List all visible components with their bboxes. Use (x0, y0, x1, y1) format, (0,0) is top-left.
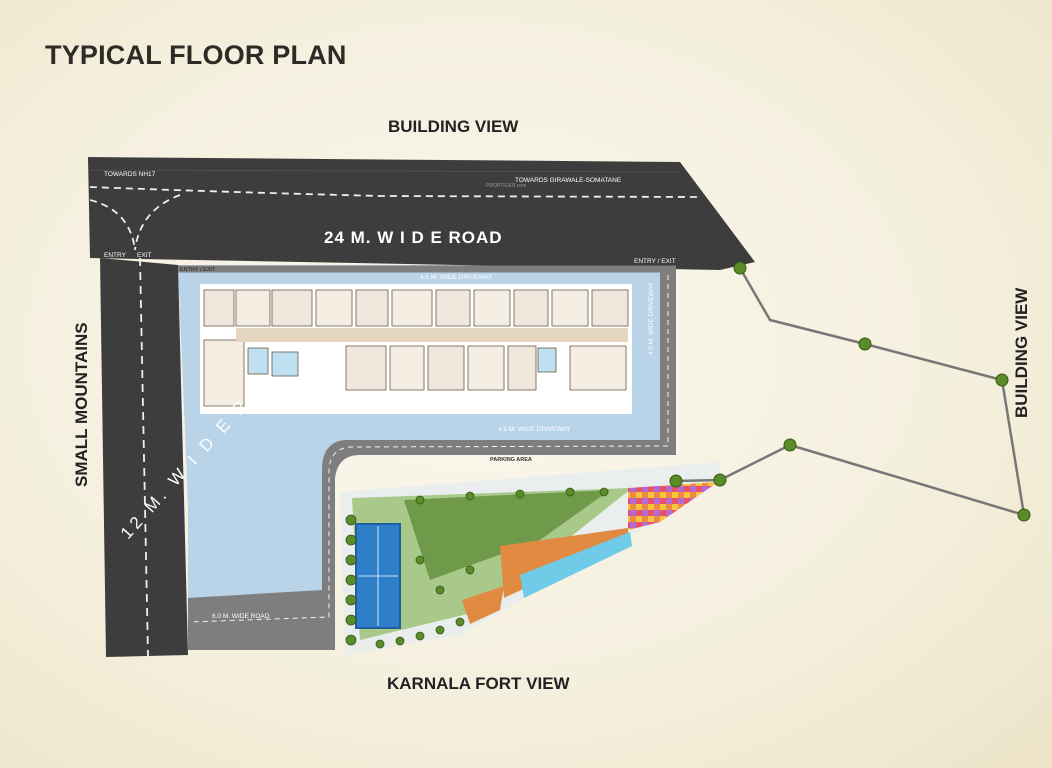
karnala-fort-view-label: KARNALA FORT VIEW (387, 674, 570, 693)
inner-driveway (188, 270, 676, 650)
entry-label-right: ENTRY / EXIT (634, 258, 676, 265)
main-road-label: 24 M. W I D E ROAD (324, 228, 503, 247)
entry-label-inner: ENTRY / EXIT (180, 267, 216, 273)
towards-girawale-label: TOWARDS GIRAWALE-SOMATANE (515, 177, 622, 184)
boundary-trees (669, 261, 1031, 522)
main-road-24m (88, 157, 755, 270)
site-boundary (675, 267, 1026, 517)
driveway-side-label: 4.5 M. WIDE DRIVEWAY (648, 282, 655, 355)
parking-area-label: PARKING AREA (490, 457, 532, 463)
floor-plan-units (203, 289, 629, 407)
corridor (236, 328, 628, 342)
page-title: TYPICAL FLOOR PLAN (45, 40, 347, 70)
driveway-top-label: 4.5 M. WIDE DRIVEWAY (420, 274, 493, 281)
exit-label-left: EXIT (137, 252, 151, 259)
building-view-top-label: BUILDING VIEW (388, 117, 519, 136)
deck-area (462, 586, 504, 624)
lawn (404, 490, 610, 580)
towards-nh17-label: TOWARDS NH17 (104, 171, 156, 178)
driveway-mid-label: 4.5 M. WIDE DRIVEWAY (498, 426, 571, 433)
road-bottom-label: 6.0 M. WIDE ROAD (212, 613, 270, 620)
tree-row (345, 487, 609, 649)
watermark: PROPTIGER.com (486, 183, 526, 189)
entry-label-left: ENTRY (104, 252, 127, 259)
play-area (628, 482, 718, 530)
swimming-pool (520, 532, 632, 598)
